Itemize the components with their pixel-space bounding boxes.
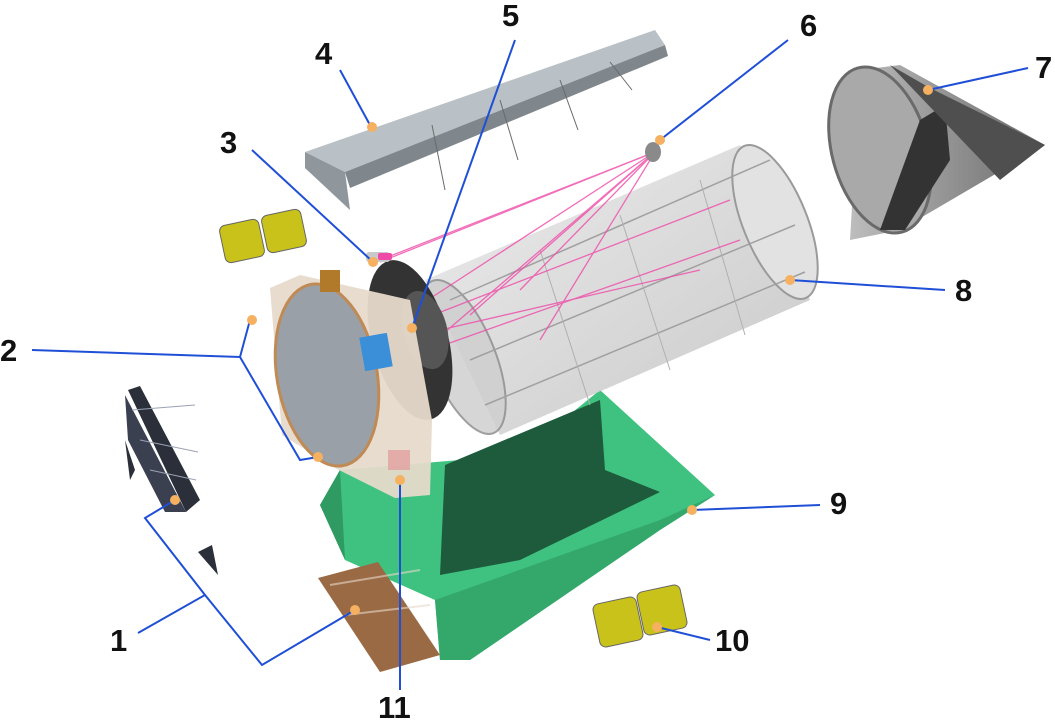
- leader-line-1: [137, 499, 207, 634]
- leader-line-4: [339, 69, 371, 126]
- marker-dot-1b: [350, 605, 360, 615]
- battery-pack-upper: [219, 208, 307, 264]
- marker-dot-10: [652, 622, 662, 632]
- leader-line-9: [691, 504, 821, 511]
- secondary-mirror: [645, 142, 661, 162]
- laser-beams: [374, 151, 741, 351]
- leader-line-3: [251, 149, 374, 263]
- callout-11: 11: [378, 690, 411, 720]
- spacecraft-bus: [320, 390, 715, 660]
- instrument-plate: [270, 270, 432, 498]
- callout-2: 2: [0, 333, 18, 368]
- leader-line-10: [656, 626, 711, 641]
- telescope-tube: [419, 144, 819, 435]
- callout-10: 10: [715, 623, 750, 658]
- solar-panel: [125, 386, 218, 575]
- marker-dot-3: [368, 257, 378, 267]
- marker-dot-9: [687, 505, 697, 515]
- callout-5: 5: [502, 0, 520, 33]
- marker-dot-11: [395, 475, 405, 485]
- marker-dot-8: [785, 275, 795, 285]
- marker-dot-7: [923, 85, 933, 95]
- callout-8: 8: [955, 273, 973, 308]
- marker-dot-2b: [313, 452, 323, 462]
- marker-dot-4: [367, 122, 377, 132]
- marker-dots: [170, 85, 933, 632]
- callout-7: 7: [1035, 50, 1053, 85]
- callout-1: 1: [110, 623, 128, 658]
- top-sunshield: [305, 30, 668, 210]
- marker-dot-5: [407, 323, 417, 333]
- battery-pack-lower: [592, 584, 688, 648]
- aperture-hood: [827, 65, 1045, 240]
- leader-line-7: [927, 67, 1029, 91]
- marker-dot-2a: [247, 315, 257, 325]
- callout-3: 3: [220, 125, 238, 160]
- callout-4: 4: [315, 36, 333, 71]
- bottom-radiator-panel: [318, 562, 440, 672]
- marker-dot-1a: [170, 495, 180, 505]
- callout-6: 6: [800, 8, 818, 43]
- leader-line-8: [789, 279, 946, 291]
- marker-dot-6: [655, 135, 665, 145]
- leader-lines: [31, 39, 1029, 690]
- leader-line-2b: [239, 356, 319, 462]
- leader-line-5: [411, 39, 516, 329]
- callout-9: 9: [830, 486, 848, 521]
- leader-line-2: [31, 319, 251, 359]
- leader-line-6: [659, 39, 789, 141]
- leader-line-1b: [204, 594, 356, 667]
